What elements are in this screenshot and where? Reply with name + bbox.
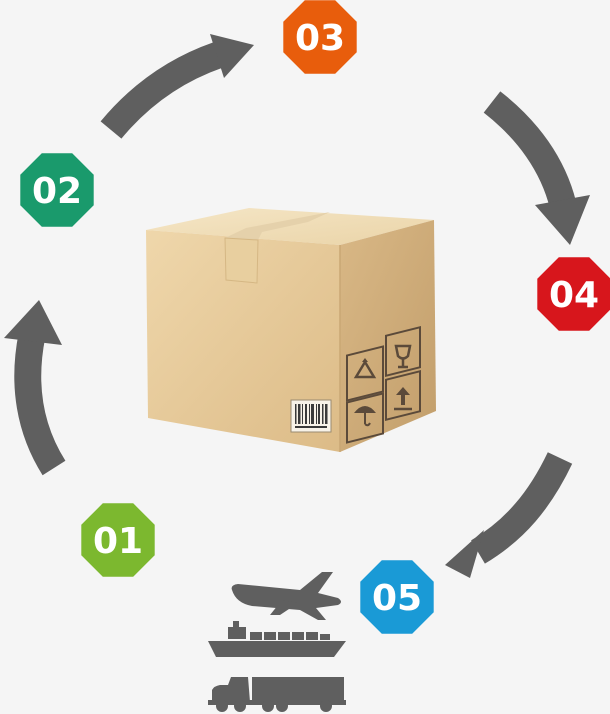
arrow-03-to-04 [483, 91, 590, 245]
barcode-icon [290, 399, 332, 433]
step-03-label: 03 [295, 18, 345, 59]
box-tape-flap [224, 237, 259, 284]
recycle-icon [353, 358, 377, 379]
cardboard-box [146, 208, 436, 452]
step-01-label: 01 [93, 521, 143, 562]
step-03-octagon [283, 0, 357, 74]
arrow-01-to-02 [4, 300, 66, 476]
truck-icon [208, 677, 346, 712]
fragile-glass-icon [394, 344, 412, 369]
this-way-up-icon [394, 387, 412, 411]
box-front-face [146, 230, 340, 452]
cycle-arrows [4, 34, 590, 578]
cargo-ship-icon [208, 621, 346, 657]
box-top-face [146, 208, 434, 245]
step-02-label: 02 [32, 171, 82, 212]
box-print-symbols [346, 326, 421, 444]
arrow-02-to-03 [100, 34, 254, 139]
step-04: 04 [537, 257, 610, 331]
box-tape [225, 212, 330, 240]
step-02-octagon [20, 153, 94, 227]
step-03: 03 [283, 0, 357, 74]
step-04-label: 04 [549, 275, 599, 316]
step-02: 02 [20, 153, 94, 227]
keep-dry-umbrella-icon [354, 406, 376, 427]
arrow-04-to-05 [445, 452, 573, 578]
step-05: 05 [360, 560, 434, 634]
step-01-octagon [81, 503, 155, 577]
airplane-icon [231, 572, 341, 620]
step-04-octagon [537, 257, 610, 331]
step-05-label: 05 [372, 578, 422, 619]
step-05-octagon [360, 560, 434, 634]
step-01: 01 [81, 503, 155, 577]
transport-icons [208, 572, 346, 712]
